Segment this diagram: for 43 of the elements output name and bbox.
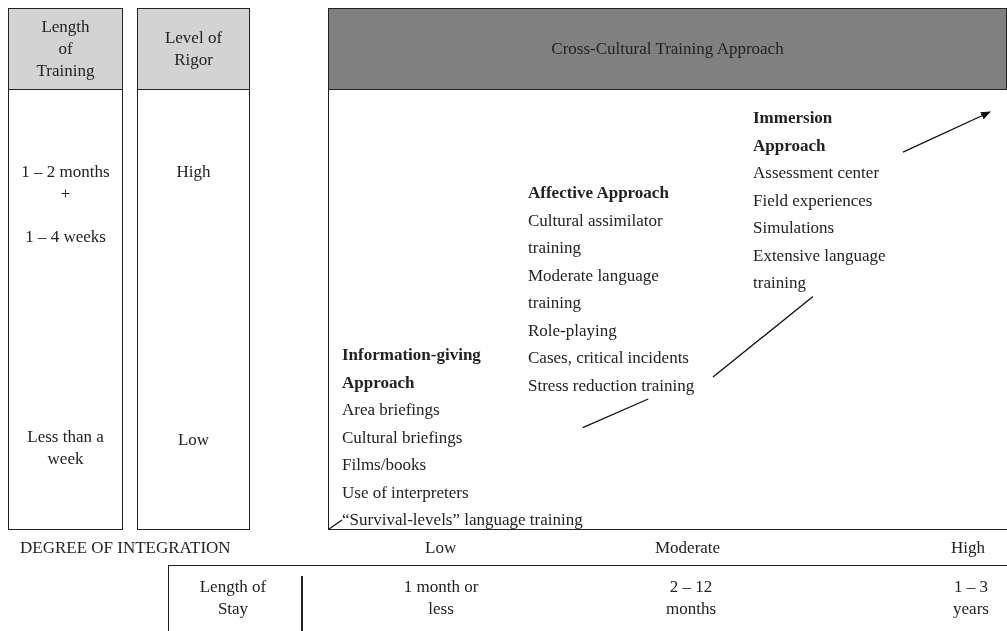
column-header xyxy=(137,8,250,90)
arrow xyxy=(902,111,991,153)
row-label: 1 – 4 weeks xyxy=(24,226,107,248)
axis-value: High xyxy=(951,538,985,558)
row-label: 1 – 2 months + xyxy=(20,161,111,205)
training-method: Stress reduction training xyxy=(528,374,696,397)
training-method: Simulations xyxy=(753,217,836,239)
row-heading: Length of Stay xyxy=(198,576,268,620)
training-method: Cases, critical incidents xyxy=(528,347,690,369)
training-method: Role-playing xyxy=(528,319,618,342)
training-method: Cultural assimilator training xyxy=(528,209,664,259)
row-label: Low xyxy=(176,429,211,451)
training-method: Use of interpreters xyxy=(342,481,470,504)
training-method: Moderate language training xyxy=(528,264,660,314)
header-text: Level of Rigor xyxy=(163,27,224,71)
axis-title: DEGREE OF INTEGRATION xyxy=(20,538,231,558)
training-method: Area briefings xyxy=(342,399,441,421)
stay-row xyxy=(168,565,1007,631)
header-text: Length of Training xyxy=(35,16,96,82)
header-text: Cross-Cultural Training Approach xyxy=(551,38,784,60)
column-panel xyxy=(8,89,123,530)
training-method: Cultural briefings xyxy=(342,426,464,449)
approach-heading: Immersion Approach xyxy=(753,107,834,157)
axis-value: Low xyxy=(425,538,457,558)
connector-line xyxy=(328,519,343,530)
column-panel xyxy=(137,89,250,530)
row-label: Less than a week xyxy=(26,426,105,470)
training-method: Extensive language training xyxy=(753,244,887,294)
column-header xyxy=(8,8,123,90)
row-label: High xyxy=(175,161,212,183)
training-method: Field experiences xyxy=(753,189,874,212)
stay-value: 1 – 3 years xyxy=(952,576,990,620)
stay-value: 2 – 12 months xyxy=(664,576,718,620)
chart-panel xyxy=(328,89,1007,530)
training-method: Films/books xyxy=(342,454,428,476)
connector-line xyxy=(712,295,814,378)
title-bar xyxy=(328,8,1007,90)
approach-heading: Information-giving Approach xyxy=(342,344,482,394)
axis-value: Moderate xyxy=(655,538,721,558)
stay-value: 1 month or less xyxy=(402,576,480,620)
training-method: Assessment center xyxy=(753,162,881,184)
connector-line xyxy=(582,398,649,429)
training-method: “Survival-levels” language training xyxy=(342,509,583,531)
